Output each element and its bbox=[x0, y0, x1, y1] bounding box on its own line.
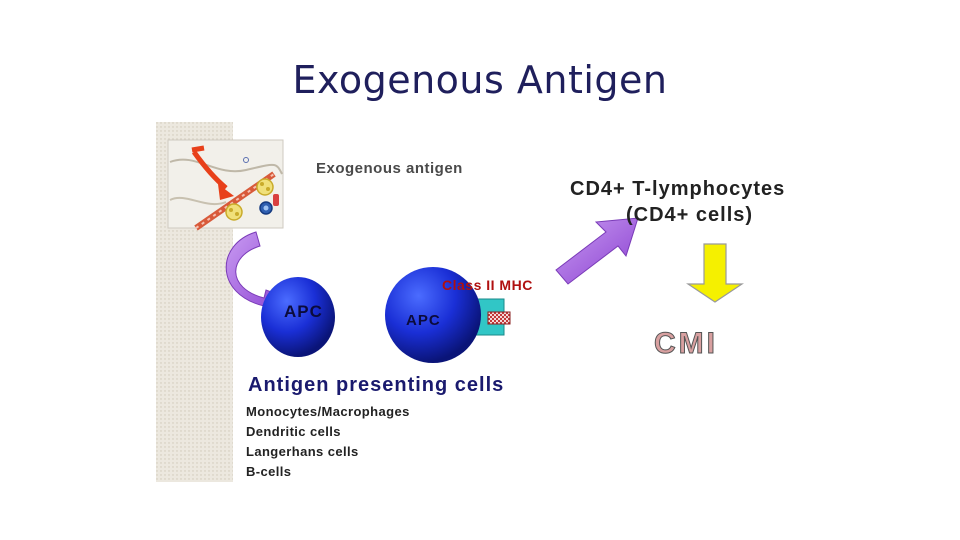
list-item: B-cells bbox=[246, 464, 292, 479]
apc-label-1: APC bbox=[284, 302, 323, 321]
slide-title: Exogenous Antigen bbox=[292, 58, 668, 102]
cmi-label: CMI bbox=[654, 327, 718, 361]
apc-cell-1 bbox=[261, 277, 335, 357]
list-item: Langerhans cells bbox=[246, 444, 359, 459]
antigen-peptide bbox=[487, 311, 511, 325]
cmi-arrow bbox=[686, 243, 744, 303]
apc-type-list: Monocytes/Macrophages Dendritic cells La… bbox=[246, 404, 410, 484]
exogenous-antigen-label: Exogenous antigen bbox=[316, 160, 463, 177]
diagram-graphics bbox=[156, 122, 744, 482]
apc-label-2: APC bbox=[406, 312, 441, 329]
apc-heading: Antigen presenting cells bbox=[248, 374, 505, 396]
tcell-label-line1: CD4+ T-lymphocytes bbox=[570, 178, 786, 200]
mhc-label: Class II MHC bbox=[442, 277, 533, 293]
tcell-label-line2: (CD4+ cells) bbox=[626, 204, 754, 226]
antigen-pathway-diagram: Exogenous antigen CD4+ T-lymphocytes (CD… bbox=[156, 122, 846, 484]
tissue-inset-image bbox=[167, 139, 284, 231]
activation-arrow bbox=[555, 217, 639, 285]
apc-cell-2 bbox=[385, 267, 481, 363]
list-item: Monocytes/Macrophages bbox=[246, 404, 410, 419]
list-item: Dendritic cells bbox=[246, 424, 341, 439]
